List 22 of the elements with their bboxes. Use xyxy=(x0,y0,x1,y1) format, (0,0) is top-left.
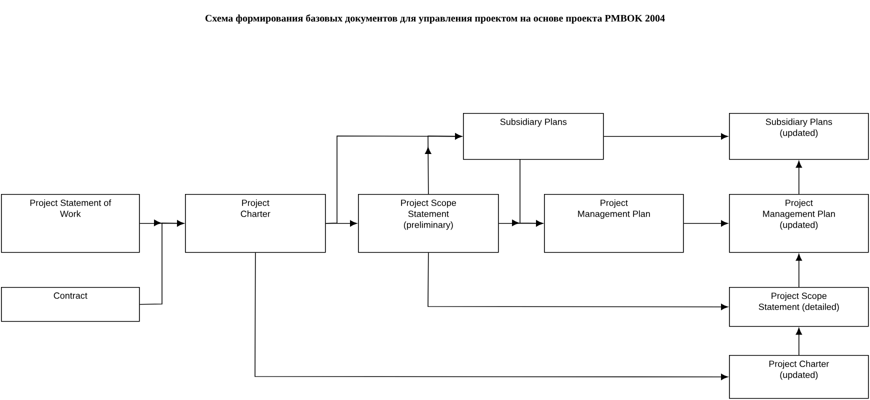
title: Схема формирования базовых документов для управления проектом на основе проекта PMBOK 2004 xyxy=(205,14,665,24)
arrow xyxy=(428,252,728,310)
arrow xyxy=(603,133,728,140)
arrow xyxy=(683,220,728,227)
arrow xyxy=(498,220,543,227)
document-box: Subsidiary Plans (updated) xyxy=(729,113,869,160)
document-box: Project Management Plan xyxy=(544,194,684,253)
document-box: Project Charter (updated) xyxy=(729,355,869,399)
document-box: Project Scope Statement (preliminary) xyxy=(358,194,499,253)
arrow xyxy=(139,220,184,305)
document-box: Project Management Plan (updated) xyxy=(729,194,869,253)
document-box: Project Scope Statement (detailed) xyxy=(729,287,869,327)
document-box: Subsidiary Plans xyxy=(463,113,604,160)
arrow xyxy=(254,252,728,380)
document-box: Contract xyxy=(1,287,140,322)
arrow xyxy=(796,254,802,288)
arrow xyxy=(325,220,357,227)
arrow xyxy=(796,328,802,356)
document-box: Project Statement of Work xyxy=(1,194,140,253)
arrow xyxy=(424,133,462,194)
document-box: Project Charter xyxy=(185,194,326,253)
arrow xyxy=(796,160,802,194)
